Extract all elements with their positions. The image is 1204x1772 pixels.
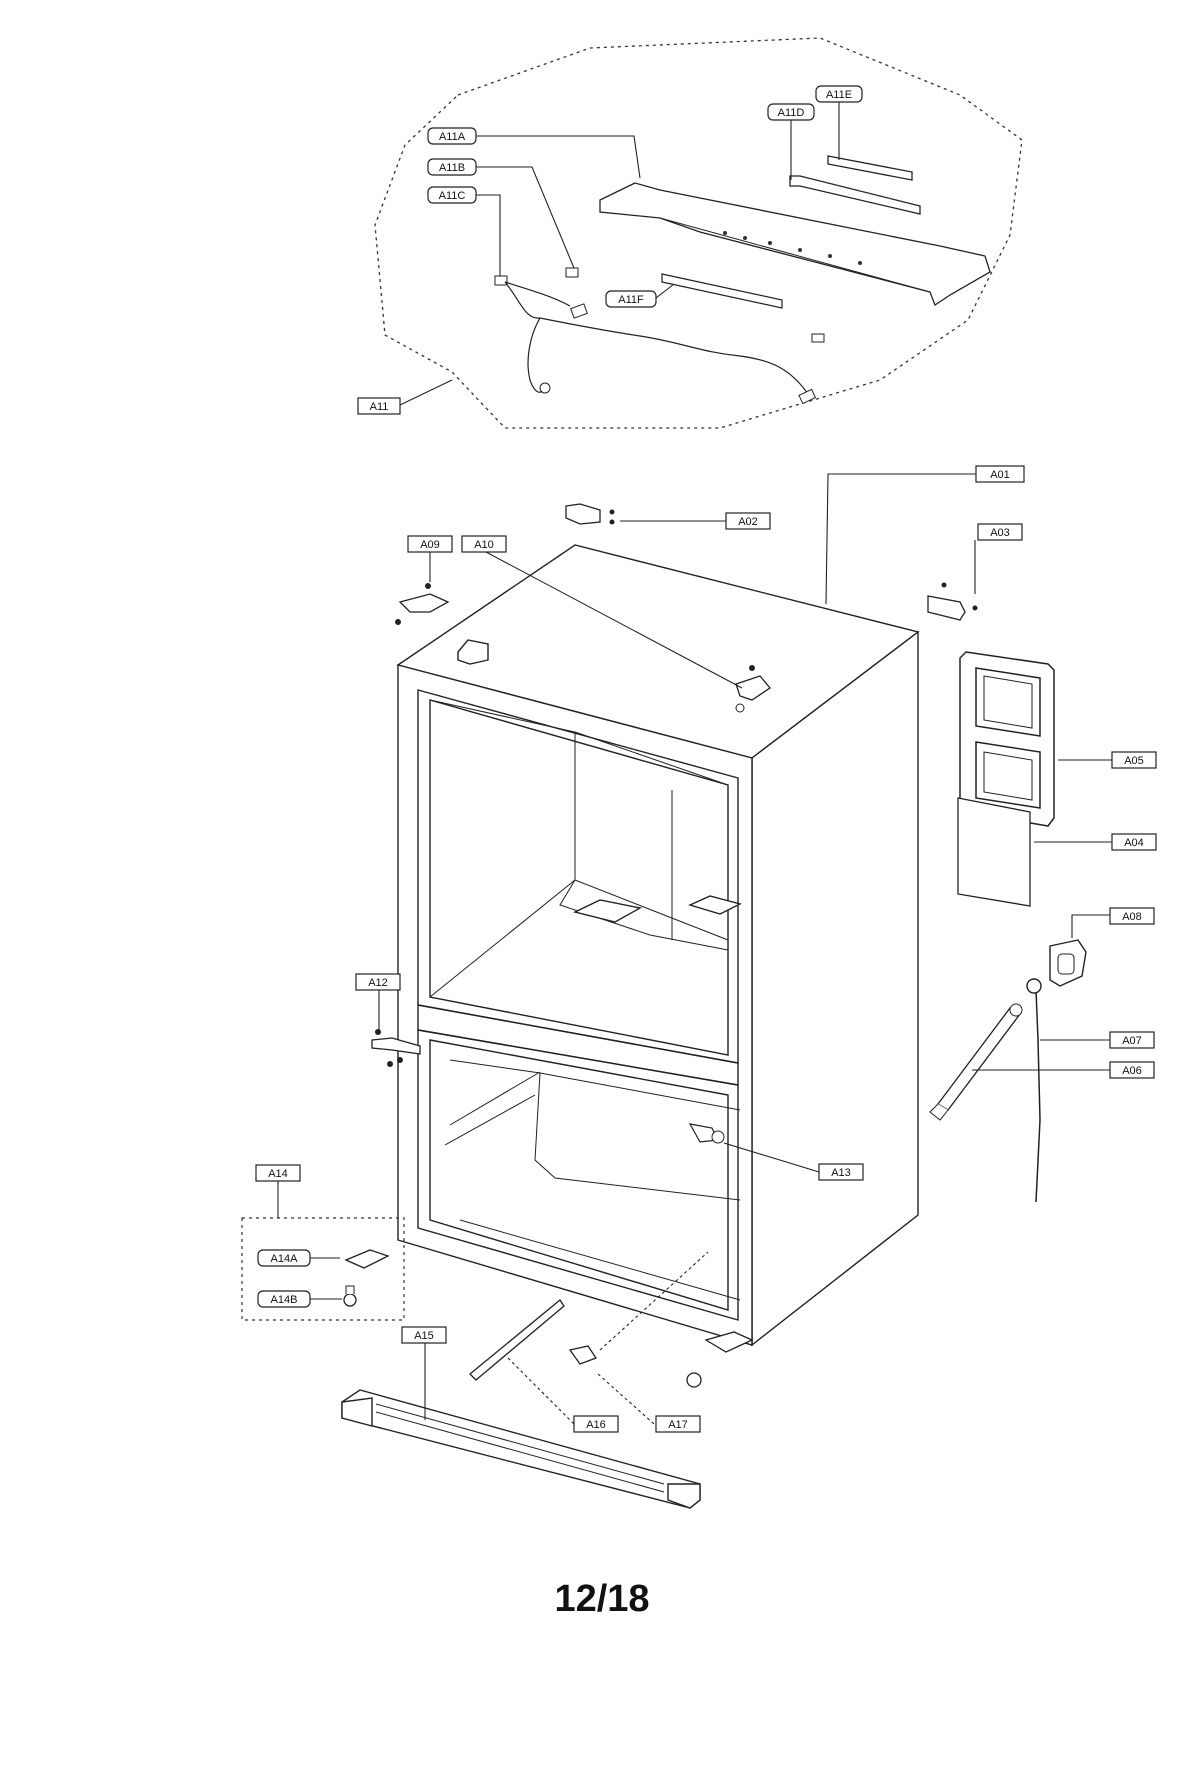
svg-text:A07: A07	[1122, 1035, 1142, 1047]
svg-text:A03: A03	[990, 527, 1010, 539]
callout-a11d: A11D	[767, 103, 815, 121]
callout-a06: A06	[1109, 1061, 1155, 1079]
svg-text:A01: A01	[990, 469, 1010, 481]
callout-a14a: A14A	[257, 1249, 311, 1267]
a11-group-outline	[374, 37, 1023, 429]
callout-a14b: A14B	[257, 1290, 311, 1308]
callout-a11f: A11F	[605, 290, 657, 308]
callout-a11c: A11C	[427, 186, 477, 204]
svg-text:A15: A15	[414, 1330, 434, 1342]
a06-tube-part	[937, 1007, 1021, 1111]
a14-group-outline	[241, 1217, 405, 1321]
svg-text:A11E: A11E	[826, 89, 852, 101]
a12-hinge-part	[371, 1037, 421, 1055]
svg-text:A11: A11	[370, 401, 389, 413]
a03-hinge-part	[927, 595, 966, 621]
callout-a15: A15	[401, 1326, 447, 1344]
a17-clip-part	[568, 1345, 597, 1365]
leader-lines	[277, 101, 1112, 1425]
a11e-board-part	[827, 155, 913, 181]
callout-a17: A17	[655, 1415, 701, 1433]
a11b-connector-part	[565, 267, 579, 278]
cabinet-part	[396, 544, 920, 1347]
svg-text:A04: A04	[1124, 837, 1144, 849]
callout-a02: A02	[725, 512, 771, 530]
svg-text:A11A: A11A	[439, 131, 466, 143]
svg-text:A06: A06	[1122, 1065, 1142, 1077]
a11c-connector-part	[494, 275, 508, 286]
svg-text:A12: A12	[368, 977, 388, 989]
svg-text:A14B: A14B	[271, 1294, 298, 1306]
svg-text:A13: A13	[831, 1167, 851, 1179]
svg-text:A11C: A11C	[439, 190, 466, 202]
svg-text:A14A: A14A	[271, 1253, 299, 1265]
harness-plug-part	[570, 303, 588, 319]
svg-text:A08: A08	[1122, 911, 1142, 923]
callout-a14: A14	[255, 1164, 301, 1182]
callout-a05: A05	[1111, 751, 1157, 769]
a15-grille-part	[341, 1389, 701, 1509]
callout-a10: A10	[461, 535, 507, 553]
callout-a11: A11	[357, 397, 401, 415]
svg-text:A17: A17	[668, 1419, 688, 1431]
a11a-bracket-part	[599, 182, 991, 306]
callout-a07: A07	[1109, 1031, 1155, 1049]
svg-text:A11F: A11F	[618, 294, 644, 306]
a16-strip-part	[469, 1299, 565, 1381]
callout-labels: A11A A11B A11C A11D A11E A11F A11 A01 A0…	[255, 85, 1157, 1433]
callout-a08: A08	[1109, 907, 1155, 925]
callout-a16: A16	[573, 1415, 619, 1433]
a14b-leveler-part	[343, 1285, 357, 1307]
loose-connector-part	[811, 333, 825, 343]
svg-text:A11D: A11D	[778, 107, 805, 119]
svg-text:A10: A10	[474, 539, 494, 551]
a10-hinge-part	[735, 675, 771, 701]
a11d-board-part	[789, 175, 921, 215]
svg-text:A11B: A11B	[439, 162, 465, 174]
a11f-strip-part	[661, 273, 783, 309]
callout-a13: A13	[818, 1163, 864, 1181]
callout-a04: A04	[1111, 833, 1157, 851]
callout-a11a: A11A	[427, 127, 477, 145]
lower-hinge-part	[704, 1331, 754, 1353]
a04-panel-part	[957, 797, 1031, 907]
wire-harness-part	[504, 281, 809, 395]
callout-a09: A09	[407, 535, 453, 553]
callout-a11e: A11E	[815, 85, 863, 103]
page-number: 12/18	[554, 1578, 650, 1620]
callout-a12: A12	[355, 973, 401, 991]
svg-text:A16: A16	[586, 1419, 606, 1431]
svg-text:A05: A05	[1124, 755, 1144, 767]
wire-end-plug-part	[798, 388, 817, 405]
callout-a01: A01	[975, 465, 1025, 483]
a14a-hinge-part	[344, 1249, 390, 1269]
callout-a03: A03	[977, 523, 1023, 541]
a07-rod-part	[1035, 989, 1041, 1203]
a09-hinge-part	[398, 593, 450, 613]
svg-text:A02: A02	[738, 516, 758, 528]
a11a-holes	[723, 231, 862, 265]
svg-text:A09: A09	[420, 539, 440, 551]
callout-a11b: A11B	[427, 158, 477, 176]
a02-hinge-part	[565, 503, 601, 525]
a05-gasket-part	[959, 651, 1055, 827]
svg-text:A14: A14	[268, 1168, 288, 1180]
